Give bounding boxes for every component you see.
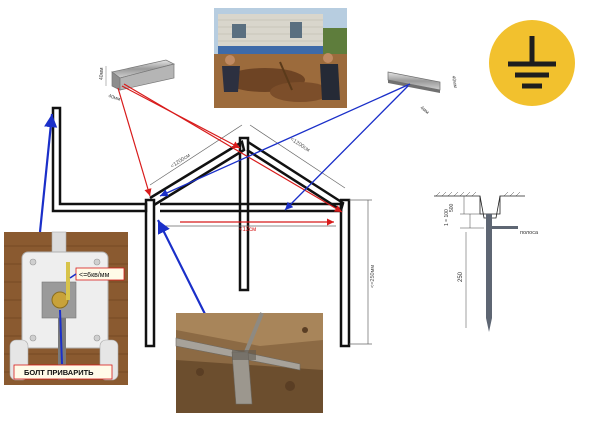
box-wire-label: <=6кв/мм <box>79 272 110 279</box>
steel-angle-image: 40мм 40мм <box>99 59 175 103</box>
dim-horizontal: <12см <box>239 227 256 233</box>
box-bolt-label: БОЛТ ПРИВАРИТЬ <box>24 368 94 377</box>
section-level-label: 1 = 100 <box>444 209 450 226</box>
diag-left <box>149 140 246 207</box>
horizontal-strip <box>160 202 343 213</box>
section-top-label: 500 <box>449 203 455 212</box>
rod-middle <box>238 136 250 292</box>
diag-right <box>246 140 345 212</box>
strip-width-label: 40мм <box>450 75 458 89</box>
grounding-frame <box>51 106 351 348</box>
section-strip-label: полоса <box>520 230 539 236</box>
dim-right-diag: <1200см <box>289 137 311 154</box>
blue-arrows <box>38 83 411 321</box>
angle-width-label: 40мм <box>107 93 121 103</box>
photo-junction-box: <=6кв/мм БОЛТ ПРИВАРИТЬ <box>4 231 128 385</box>
dimension-lines <box>149 124 372 345</box>
steel-strip-image: 40мм 4мм <box>387 71 458 116</box>
section-length-label: 250 <box>458 271 464 282</box>
ground-symbol-icon <box>489 20 575 106</box>
rod-right <box>339 198 351 348</box>
section-drawing: 500 1 = 100 полоса 250 <box>434 191 539 332</box>
strip-thickness-label: 4мм <box>419 105 431 116</box>
photo-building-trench <box>214 8 347 108</box>
angle-height-label: 40мм <box>99 67 105 80</box>
left-rod <box>51 106 148 213</box>
photo-welded-strip <box>175 312 323 413</box>
dim-left-diag: <1200см <box>170 153 192 170</box>
rod-left <box>144 198 156 348</box>
dim-rod-depth: <=250мм <box>370 265 376 288</box>
red-arrows <box>117 83 343 226</box>
